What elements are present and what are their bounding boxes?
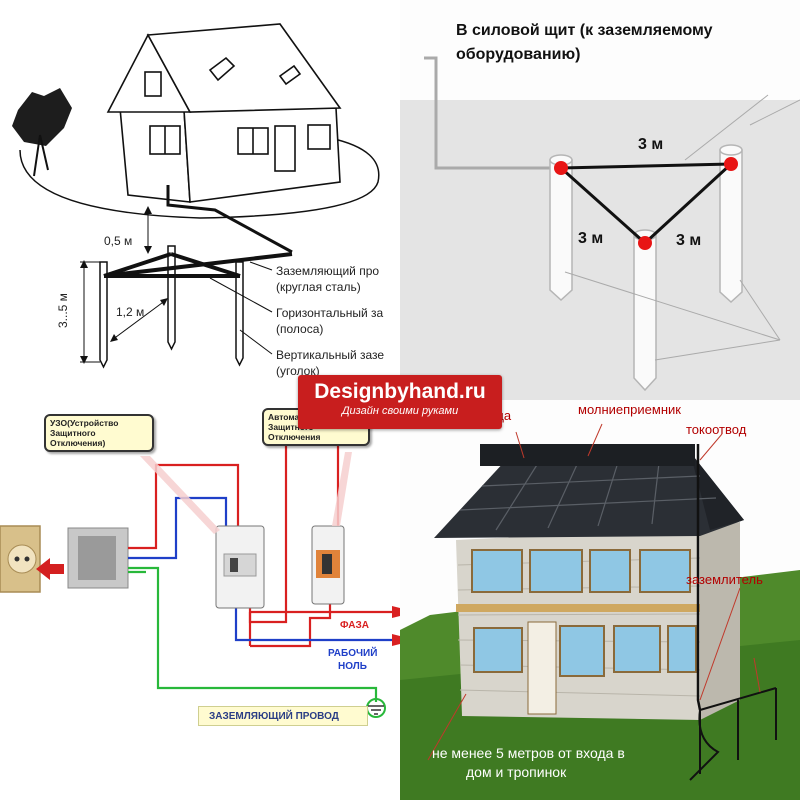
socket-icon bbox=[0, 525, 41, 593]
distance-top-label: 3 м bbox=[638, 136, 664, 153]
grounding-contour-diagram: 0,5 м 3...5 м 1,2 м Заземляющий про (кру… bbox=[0, 0, 400, 400]
rcd-device bbox=[215, 525, 265, 609]
ground-electrode-label: заземлитель bbox=[686, 572, 763, 587]
distance-right-label: 3 м bbox=[676, 232, 702, 249]
roof bbox=[434, 444, 744, 538]
vertical-electrode-material-label: (уголок) bbox=[276, 364, 320, 378]
connecting-strip bbox=[560, 162, 733, 245]
neutral-label: РАБОЧИЙ bbox=[328, 648, 378, 659]
neutral-label-2: НОЛЬ bbox=[338, 661, 367, 672]
rcd-wiring-sketch bbox=[0, 428, 400, 718]
horizontal-electrode-material-label: (полоса) bbox=[276, 322, 324, 336]
ground-wire-label: Заземляющий про bbox=[276, 264, 380, 278]
horizontal-strip bbox=[103, 252, 293, 278]
depth-label: 0,5 м bbox=[104, 234, 133, 248]
triangle-3d-sketch bbox=[400, 0, 800, 400]
phase-label: ФАЗА bbox=[340, 620, 369, 631]
lightning-protection-illustration: крепица молниеприемник токоотвод заземли… bbox=[400, 400, 800, 800]
house-render bbox=[400, 400, 800, 800]
site-logo-banner[interactable]: Designbyhand.ru Дизайн своими руками bbox=[298, 375, 502, 429]
ground-wire bbox=[128, 566, 378, 702]
distance-left-label: 3 м bbox=[578, 230, 604, 247]
wiring-scheme-diagram: УЗО(Устройство Защитного Отключения) Авт… bbox=[0, 400, 400, 800]
down-conductor bbox=[696, 444, 702, 711]
arrow-left-icon bbox=[36, 558, 64, 580]
site-tagline: Дизайн своими руками bbox=[341, 405, 459, 417]
rod-spacing-label: 1,2 м bbox=[116, 305, 145, 319]
neutral-wire bbox=[128, 496, 228, 560]
vertical-electrodes bbox=[99, 245, 244, 369]
power-panel-subtitle: оборудованию) bbox=[456, 46, 581, 63]
rod-length-label: 3...5 м bbox=[56, 293, 70, 328]
tree-icon bbox=[12, 88, 72, 146]
ground-rods bbox=[549, 144, 743, 392]
distance-note-line-2: дом и тропинок bbox=[466, 764, 567, 780]
horizontal-electrode-label: Горизонтальный за bbox=[276, 306, 384, 320]
house-ground-sketch bbox=[12, 23, 380, 369]
down-conductor-label: токоотвод bbox=[686, 422, 747, 437]
ground-wire-material-label: (круглая сталь) bbox=[276, 280, 361, 294]
distance-note-line-1: не менее 5 метров от входа в bbox=[432, 745, 625, 761]
house-icon bbox=[456, 522, 740, 720]
power-panel-title: В силовой щит (к заземляемому bbox=[456, 22, 713, 39]
distance-note: не менее 5 метров от входа в дом и тропи… bbox=[432, 744, 625, 782]
circuit-breaker bbox=[311, 525, 345, 605]
site-name[interactable]: Designbyhand.ru bbox=[314, 380, 486, 403]
ground-wire-label: ЗАЗЕМЛЯЮЩИЙ ПРОВОД bbox=[198, 706, 368, 726]
ground-electrode bbox=[689, 687, 777, 781]
house-icon bbox=[106, 23, 342, 203]
triangle-electrode-diagram: В силовой щит (к заземляемому оборудован… bbox=[400, 0, 800, 400]
electrode-markers bbox=[554, 157, 738, 250]
lightning-rod-label: молниеприемник bbox=[578, 402, 681, 417]
vertical-electrode-label: Вертикальный зазе bbox=[276, 348, 385, 362]
ground-outline bbox=[19, 137, 380, 219]
rcd-callout: УЗО(Устройство Защитного Отключения) bbox=[44, 414, 154, 452]
